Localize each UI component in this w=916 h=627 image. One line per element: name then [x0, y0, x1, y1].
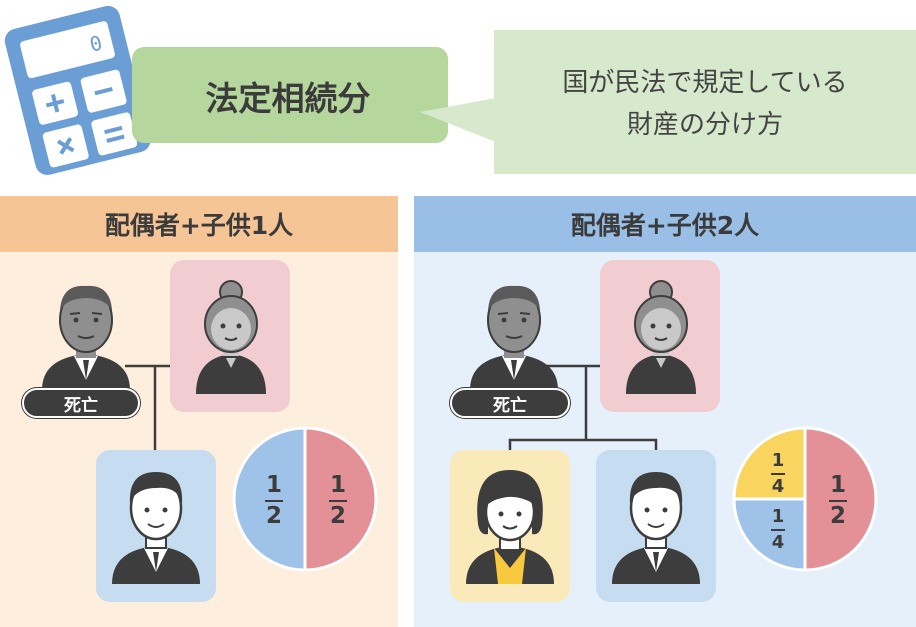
grandmother-icon	[626, 280, 696, 394]
child-2-share-label: 1 4	[764, 508, 792, 552]
panel-heading: 配偶者+子供1人	[0, 196, 398, 252]
share-pie-chart	[732, 426, 878, 572]
fraction-numerator: 1	[265, 472, 282, 498]
calculator-icon: 0	[4, 5, 150, 175]
child-share-label: 1 2	[258, 474, 290, 528]
speech-pointer	[420, 98, 496, 142]
deceased-badge: 死亡	[450, 388, 570, 418]
spouse-share-label: 1 2	[322, 474, 354, 528]
title-box	[132, 47, 448, 143]
deceased-badge: 死亡	[22, 388, 140, 418]
pie-slice-spouse	[803, 426, 878, 572]
pie-slice-spouse	[303, 426, 378, 572]
pie-slice-child-1	[732, 426, 807, 501]
panel-spouse-one-child: 配偶者+子供1人 死亡	[0, 196, 398, 627]
spouse-share-label: 1 2	[822, 474, 854, 528]
fraction-denominator: 2	[329, 503, 346, 529]
fraction-denominator: 2	[265, 503, 282, 529]
pie-slice-child	[232, 426, 307, 572]
fraction-numerator: 1	[829, 472, 846, 498]
panel-spouse-two-children: 配偶者+子供2人 死亡	[414, 196, 916, 627]
daughter-icon	[466, 470, 554, 584]
pie-slice-child-2	[732, 497, 807, 572]
grandmother-icon	[196, 280, 266, 394]
fraction-denominator: 4	[771, 532, 785, 553]
fraction-numerator: 1	[329, 472, 346, 498]
son-icon	[612, 472, 700, 584]
description-box	[494, 30, 916, 174]
fraction-numerator: 1	[771, 506, 785, 527]
deceased-man-icon	[42, 285, 130, 390]
header: 0 法定相続分 国が民法で規定している 財産の分け方	[0, 0, 916, 185]
son-icon	[112, 472, 200, 584]
fraction-denominator: 4	[771, 476, 785, 497]
share-pie-chart	[232, 426, 378, 572]
fraction-numerator: 1	[771, 450, 785, 471]
fraction-denominator: 2	[829, 503, 846, 529]
deceased-man-icon	[470, 285, 558, 390]
child-1-share-label: 1 4	[764, 452, 792, 496]
page-title: 法定相続分	[205, 79, 371, 118]
description-line-1: 国が民法で規定している	[562, 68, 848, 98]
calculator-display: 0	[87, 31, 104, 57]
panel-heading: 配偶者+子供2人	[414, 196, 916, 252]
description-line-2: 財産の分け方	[626, 110, 783, 140]
